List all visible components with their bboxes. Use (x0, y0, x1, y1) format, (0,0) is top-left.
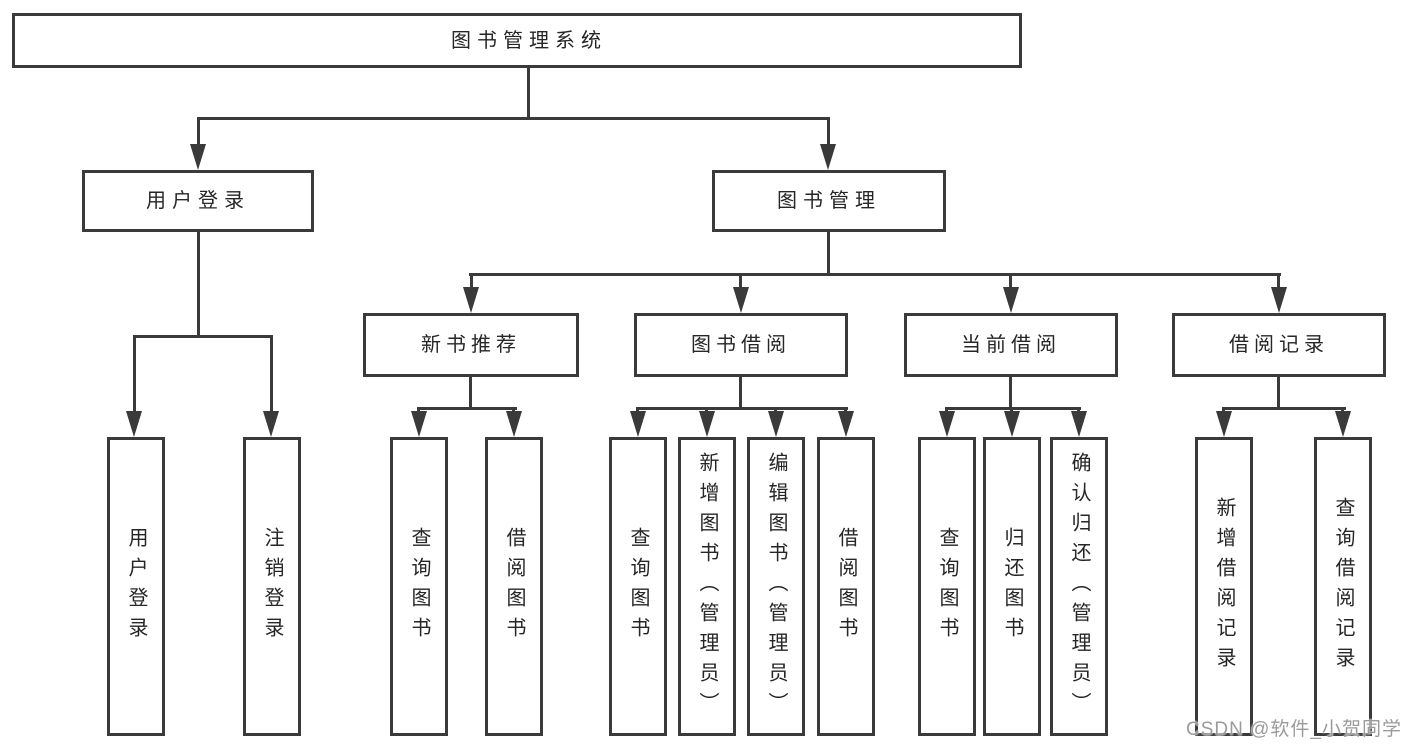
arrowhead-query-books-borrow (630, 411, 646, 437)
connector-user-login-bus (133, 335, 273, 338)
connector-root-stem (527, 68, 530, 117)
connector-book-management-stem (827, 232, 830, 273)
node-new-book-recommend-label: 新书推荐 (421, 334, 521, 356)
leaf-edit-books-admin-label: 编辑图书（管理员） (765, 451, 787, 722)
connector-new-book-bus (417, 407, 517, 410)
connector-arm-borrow-records (1277, 273, 1280, 289)
arrowhead-leaf-user-login (126, 411, 142, 437)
node-book-borrow-label: 图书借阅 (691, 334, 791, 356)
arrowhead-new-book (463, 287, 479, 313)
leaf-query-borrow-record-label: 查询借阅记录 (1332, 496, 1354, 677)
node-book-management-label: 图书管理 (777, 190, 881, 212)
leaf-query-books-borrow-label: 查询图书 (627, 526, 649, 647)
connector-current-borrow-stem (1009, 377, 1012, 407)
arrowhead-current-borrow (1003, 287, 1019, 313)
leaf-confirm-return-admin: 确认归还（管理员） (1050, 437, 1108, 736)
arrowhead-return-books (1004, 411, 1020, 437)
arrowhead-user-login (190, 144, 206, 170)
leaf-query-books-recommend: 查询图书 (390, 437, 448, 736)
leaf-borrow-books-recommend: 借阅图书 (485, 437, 543, 736)
node-current-borrow: 当前借阅 (904, 313, 1118, 377)
connector-book-management-bus (469, 273, 1281, 276)
connector-arm-new-book (470, 273, 473, 289)
node-user-login-label: 用户登录 (146, 190, 250, 212)
arrowhead-add-books-admin (699, 411, 715, 437)
node-book-borrow: 图书借阅 (634, 313, 848, 377)
leaf-add-books-admin-label: 新增图书（管理员） (696, 451, 718, 722)
node-borrow-records-label: 借阅记录 (1229, 334, 1329, 356)
arrowhead-add-borrow-record (1216, 411, 1232, 437)
connector-root-bus (197, 117, 830, 120)
connector-current-borrow-bus (945, 407, 1081, 410)
leaf-user-login-label: 用户登录 (125, 526, 147, 647)
connector-user-login-stem (197, 232, 200, 335)
leaf-logout-login: 注销登录 (243, 437, 301, 736)
leaf-query-books-borrow: 查询图书 (609, 437, 667, 736)
arrowhead-query-books-current (939, 411, 955, 437)
connector-arm-book-borrow (739, 273, 742, 289)
arrowhead-borrow-records (1271, 287, 1287, 313)
leaf-query-borrow-record: 查询借阅记录 (1314, 437, 1372, 736)
node-current-borrow-label: 当前借阅 (961, 334, 1061, 356)
arrowhead-query-books-recommend (411, 411, 427, 437)
connector-arm-book-management (827, 117, 830, 148)
node-new-book-recommend: 新书推荐 (363, 313, 579, 377)
node-book-management: 图书管理 (712, 170, 946, 232)
arrowhead-edit-books-admin (768, 411, 784, 437)
leaf-add-borrow-record: 新增借阅记录 (1195, 437, 1253, 736)
arrowhead-book-borrow (733, 287, 749, 313)
arrowhead-borrow-books-recommend (506, 411, 522, 437)
arrowhead-confirm-return-admin (1071, 411, 1087, 437)
connector-arm-leaf-user-login (133, 335, 136, 413)
node-user-login: 用户登录 (82, 170, 314, 232)
connector-new-book-stem (469, 377, 472, 407)
arrowhead-book-management (820, 144, 836, 170)
arrowhead-borrow-books (838, 411, 854, 437)
leaf-query-books-current: 查询图书 (918, 437, 976, 736)
node-root: 图书管理系统 (12, 13, 1022, 68)
leaf-add-books-admin: 新增图书（管理员） (678, 437, 736, 736)
connector-book-borrow-bus (636, 407, 848, 410)
connector-borrow-records-bus (1222, 407, 1346, 410)
leaf-borrow-books-recommend-label: 借阅图书 (503, 526, 525, 647)
connector-arm-leaf-logout (270, 335, 273, 413)
arrowhead-leaf-logout (263, 411, 279, 437)
node-borrow-records: 借阅记录 (1172, 313, 1386, 377)
leaf-edit-books-admin: 编辑图书（管理员） (747, 437, 805, 736)
leaf-borrow-books-label: 借阅图书 (835, 526, 857, 647)
leaf-confirm-return-admin-label: 确认归还（管理员） (1068, 451, 1090, 722)
connector-book-borrow-stem (739, 377, 742, 407)
connector-arm-current-borrow (1009, 273, 1012, 289)
connector-borrow-records-stem (1277, 377, 1280, 407)
leaf-query-books-current-label: 查询图书 (936, 526, 958, 647)
leaf-add-borrow-record-label: 新增借阅记录 (1213, 496, 1235, 677)
leaf-user-login: 用户登录 (107, 437, 165, 736)
leaf-borrow-books: 借阅图书 (817, 437, 875, 736)
leaf-return-books-label: 归还图书 (1001, 526, 1023, 647)
arrowhead-query-borrow-record (1335, 411, 1351, 437)
csdn-watermark: CSDN @软件_小贺同学 (1186, 719, 1402, 740)
leaf-return-books: 归还图书 (983, 437, 1041, 736)
leaf-logout-login-label: 注销登录 (261, 526, 283, 647)
leaf-query-books-recommend-label: 查询图书 (408, 526, 430, 647)
node-root-label: 图书管理系统 (451, 29, 607, 52)
connector-arm-user-login (197, 117, 200, 148)
